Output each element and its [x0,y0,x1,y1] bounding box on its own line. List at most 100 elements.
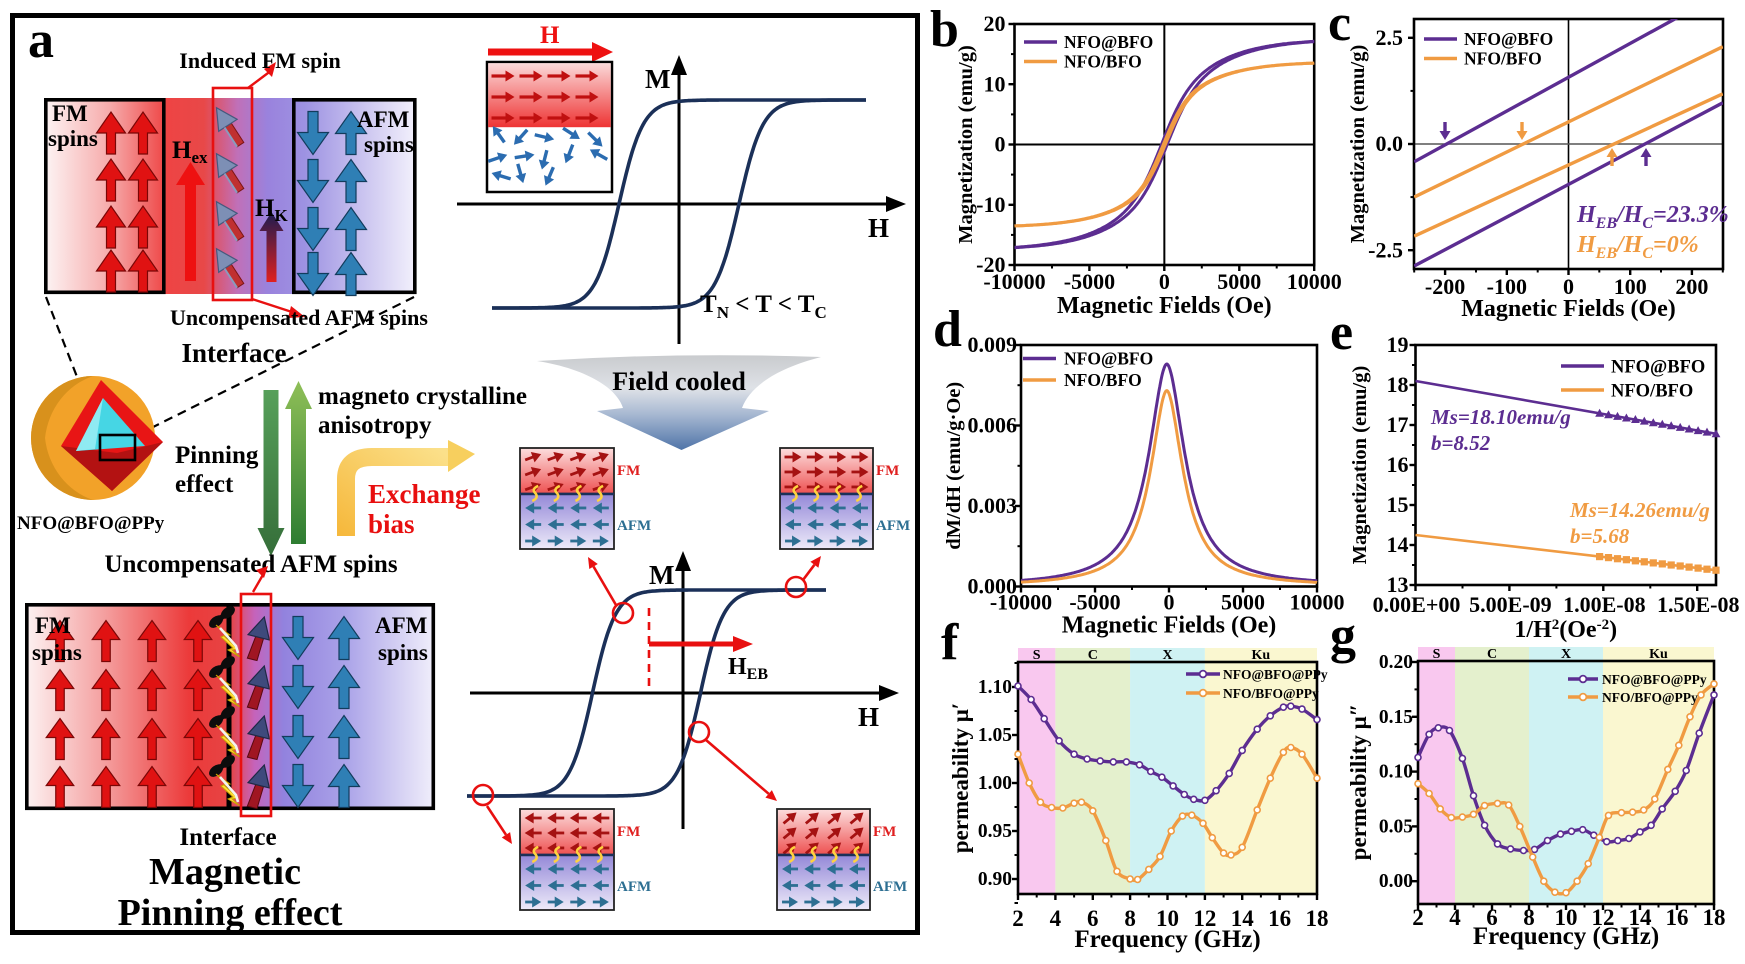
svg-text:2: 2 [1412,905,1424,930]
svg-text:magneto crystalline: magneto crystalline [318,383,527,410]
svg-text:0.0: 0.0 [1376,131,1404,156]
svg-text:NFO/BFO@PPy: NFO/BFO@PPy [1602,690,1698,705]
svg-text:0: 0 [1159,269,1170,294]
svg-text:0.90: 0.90 [978,869,1012,890]
svg-text:Ku: Ku [1649,647,1668,662]
svg-text:TN < T < TC: TN < T < TC [700,291,827,322]
svg-text:0.95: 0.95 [978,821,1012,842]
svg-text:1/H2(Oe-2): 1/H2(Oe-2) [1514,617,1617,643]
svg-text:12: 12 [1193,906,1216,931]
svg-text:16: 16 [1387,452,1409,477]
svg-text:g: g [1330,607,1356,664]
svg-text:FM: FM [617,463,640,479]
svg-text:Magnetization (emu/g): Magnetization (emu/g) [955,45,977,244]
svg-text:0.20: 0.20 [1379,652,1413,673]
svg-text:S: S [1433,647,1441,662]
svg-text:-10: -10 [976,192,1005,217]
svg-text:dM/dH (emu/g·Oe): dM/dH (emu/g·Oe) [943,382,965,550]
svg-text:-20: -20 [976,252,1005,277]
svg-text:0.003: 0.003 [968,493,1018,518]
svg-text:AFM: AFM [876,518,910,534]
svg-text:S: S [1033,648,1041,663]
svg-text:Uncompensated AFM spins: Uncompensated AFM spins [170,305,428,330]
svg-text:d: d [933,301,962,358]
svg-text:H: H [540,22,560,49]
svg-text:FM: FM [873,824,896,840]
svg-text:0.05: 0.05 [1379,816,1413,837]
svg-text:FM: FM [35,613,71,638]
svg-text:0.15: 0.15 [1379,707,1413,728]
svg-text:8: 8 [1523,905,1535,930]
svg-text:C: C [1487,647,1497,662]
svg-text:19: 19 [1387,332,1409,357]
svg-text:18: 18 [1387,372,1409,397]
svg-text:13: 13 [1387,572,1409,597]
svg-text:10: 10 [1156,906,1179,931]
svg-text:NFO@BFO: NFO@BFO [1064,349,1153,369]
svg-text:X: X [1162,648,1172,663]
svg-text:spins: spins [378,640,428,665]
svg-text:NFO@BFO: NFO@BFO [1611,358,1705,378]
svg-text:Magnetic Fields (Oe): Magnetic Fields (Oe) [1461,296,1676,322]
svg-text:Magnetic: Magnetic [149,851,301,893]
svg-text:FM: FM [617,824,640,840]
svg-text:NFO@BFO: NFO@BFO [1064,32,1153,52]
svg-text:Interface: Interface [179,824,276,851]
svg-text:Interface: Interface [182,338,287,368]
svg-text:20: 20 [984,11,1006,36]
svg-text:bias: bias [368,509,415,539]
svg-text:0.10: 0.10 [1379,762,1413,783]
svg-text:14: 14 [1387,532,1409,557]
svg-text:-2.5: -2.5 [1368,237,1403,262]
svg-text:1.50E-08: 1.50E-08 [1657,592,1740,617]
svg-text:H: H [868,213,889,243]
svg-text:0.006: 0.006 [968,413,1018,438]
svg-text:NFO@BFO: NFO@BFO [1464,29,1553,49]
svg-text:c: c [1328,0,1351,52]
svg-text:M: M [645,64,670,94]
svg-text:NFO@BFO@PPy: NFO@BFO@PPy [1223,667,1328,682]
svg-text:Uncompensated AFM spins: Uncompensated AFM spins [104,551,397,578]
svg-text:0.00: 0.00 [1379,871,1413,892]
svg-text:Magnetic Fields (Oe): Magnetic Fields (Oe) [1057,293,1272,319]
svg-text:H: H [858,702,879,732]
svg-text:spins: spins [48,126,98,151]
svg-text:-10000: -10000 [983,269,1045,294]
svg-text:AFM: AFM [873,879,907,895]
svg-text:X: X [1561,647,1571,662]
svg-text:18: 18 [1306,906,1329,931]
svg-text:NFO/BFO@PPy: NFO/BFO@PPy [1223,686,1319,701]
svg-text:Exchange: Exchange [368,479,481,509]
svg-text:AFM: AFM [617,518,651,534]
svg-text:1.05: 1.05 [978,725,1012,746]
svg-text:0: 0 [995,132,1006,157]
svg-text:permeability μ′: permeability μ′ [948,703,973,853]
svg-text:10: 10 [1555,905,1578,930]
svg-text:Induced FM spin: Induced FM spin [179,48,340,73]
svg-text:spins: spins [32,640,82,665]
svg-text:0: 0 [1563,274,1574,299]
svg-text:b: b [930,1,959,58]
svg-text:Magnetization (emu/g): Magnetization (emu/g) [1349,366,1371,565]
svg-text:18: 18 [1703,905,1726,930]
svg-text:NFO/BFO: NFO/BFO [1611,382,1693,402]
svg-text:Ku: Ku [1252,648,1271,663]
svg-text:b=5.68: b=5.68 [1570,524,1630,548]
svg-text:AFM: AFM [617,879,651,895]
svg-text:1.10: 1.10 [978,677,1012,698]
svg-text:100: 100 [1614,274,1647,299]
svg-text:2: 2 [1012,906,1024,931]
svg-text:14: 14 [1629,905,1653,930]
svg-text:FM: FM [52,101,88,126]
svg-text:Magnetic Fields (Oe): Magnetic Fields (Oe) [1062,613,1277,639]
svg-text:6: 6 [1087,906,1099,931]
svg-text:0.000: 0.000 [968,574,1018,599]
svg-text:AFM: AFM [357,107,410,132]
svg-text:4: 4 [1449,905,1461,930]
svg-text:200: 200 [1675,274,1708,299]
svg-text:2.5: 2.5 [1376,25,1404,50]
svg-text:-100: -100 [1487,274,1527,299]
svg-text:Pinning: Pinning [175,442,259,469]
svg-text:0.00E+00: 0.00E+00 [1373,592,1461,617]
svg-text:5.00E-09: 5.00E-09 [1469,592,1552,617]
